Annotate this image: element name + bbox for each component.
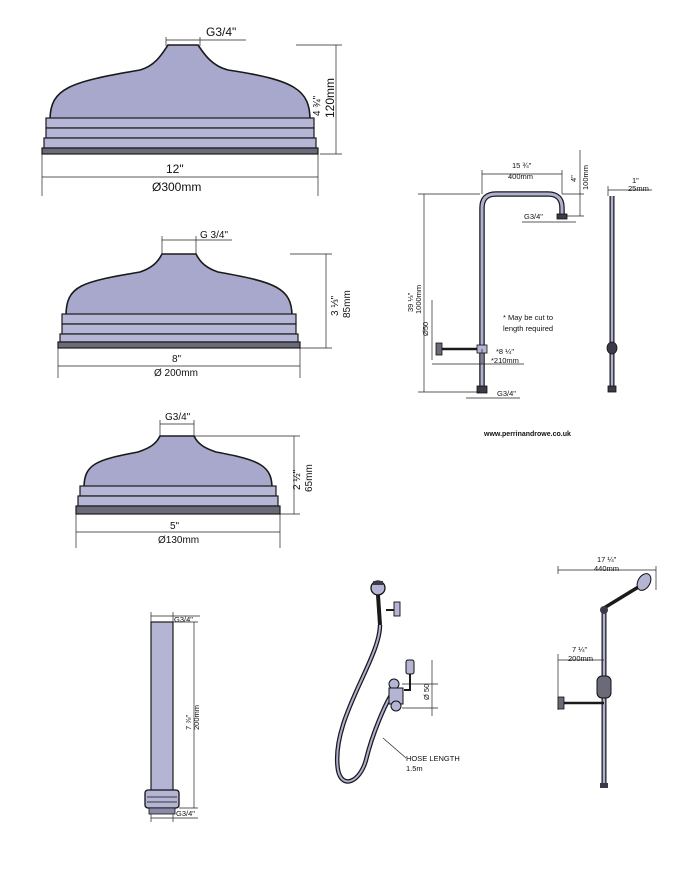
rail-bracket-mm: 200mm <box>568 654 593 663</box>
rose-5-band-2 <box>77 495 279 507</box>
riser-drop-mm: 100mm <box>581 165 590 190</box>
riser-bracket-in: *8 ¼" <box>496 347 514 356</box>
slide-rod: 1" 25mm <box>606 176 652 393</box>
slide-rod-diameter-mm: 25mm <box>628 184 649 193</box>
riser-outlet-thread: G3/4" <box>524 212 543 221</box>
rose-12-band-3 <box>43 137 317 149</box>
rose-5-dome <box>83 435 273 489</box>
riser-height-in: 39 ⅓" <box>406 292 415 312</box>
rose-12-width-in: 12" <box>166 162 184 176</box>
rose-5-height-mm: 65mm <box>304 464 315 492</box>
rose-12-band-1 <box>45 117 315 129</box>
hose-length-value: 1.5m <box>406 764 423 773</box>
rose-12-width-mm: Ø300mm <box>152 180 201 194</box>
extension-length-in: 7 ⅞" <box>184 714 193 730</box>
rose-8-dome <box>65 253 293 317</box>
rose-5-height-in: 2 ½" <box>292 469 303 490</box>
rose-8-band-3 <box>59 333 299 343</box>
extension-pipe: G3/4" 7 ⅞" 200mm G3/4" <box>144 612 201 822</box>
hose-length-label: HOSE LENGTH <box>406 754 460 763</box>
website-url: www.perrinandrowe.co.uk <box>483 431 571 438</box>
riser-bracket-plate <box>435 342 443 356</box>
rail-width-mm: 440mm <box>594 564 619 573</box>
extension-pipe-body <box>150 621 174 793</box>
rose-8-width-in: 8" <box>172 354 182 365</box>
riser-height-mm: 1000mm <box>414 285 423 314</box>
rose-8-base <box>57 341 301 349</box>
rail-handset <box>603 584 641 610</box>
handset-handle <box>376 594 382 626</box>
valve-bottom-knob <box>390 700 402 712</box>
riser-inlet-thread: G3/4" <box>497 389 516 398</box>
rose-8-band-2 <box>61 323 297 335</box>
rose-12-band-2 <box>45 127 315 139</box>
riser-outlet-nut <box>556 213 568 220</box>
riser-pipe-assembly: 15 ¾" 400mm 4" 100mm G3/4" 39 ⅓" 1000mm … <box>406 150 590 438</box>
rose-8-thread-label: G 3/4" <box>200 230 228 241</box>
rail-width-in: 17 ¼" <box>597 555 617 564</box>
handshower-hose-kit: Ø 50 HOSE LENGTH 1.5m <box>334 580 460 784</box>
rose-8-band-1 <box>61 313 297 325</box>
riser-note-line-1: * May be cut to <box>503 313 553 322</box>
rose-8-height-mm: 85mm <box>342 290 353 318</box>
rail-handset-head <box>636 573 652 591</box>
riser-diameter: Ø50 <box>421 322 430 336</box>
extension-thread-top: G3/4" <box>174 615 193 624</box>
hose-kit-diameter: Ø 50 <box>422 684 431 700</box>
shower-rose-12in: G3/4" 4 ¾" 120mm 12" Ø300mm <box>41 25 342 196</box>
rose-5-width-mm: Ø130mm <box>158 535 199 546</box>
rose-12-thread-label: G3/4" <box>206 25 236 39</box>
rail-shower-kit: 17 ¼" 440mm 7 ¼" 200mm <box>557 555 657 788</box>
rose-8-height-in: 3 ⅓" <box>330 295 341 316</box>
slide-rod-holder <box>606 341 618 355</box>
extension-pipe-nut <box>144 789 180 809</box>
rose-5-thread-label: G3/4" <box>165 412 191 423</box>
extension-length-mm: 200mm <box>192 705 201 730</box>
rose-12-dome <box>49 44 311 121</box>
rose-12-height-in: 4 ¾" <box>312 95 323 116</box>
riser-note-line-2: length required <box>503 324 553 333</box>
rose-8-width-mm: Ø 200mm <box>154 368 198 379</box>
rose-5-width-in: 5" <box>170 521 180 532</box>
riser-drop-in: 4" <box>569 175 578 182</box>
slide-rod-diameter-in: 1" <box>632 176 639 185</box>
riser-arm-in: 15 ¾" <box>512 161 532 170</box>
riser-bracket-mm: *210mm <box>491 356 519 365</box>
riser-inlet-nut <box>476 385 488 394</box>
riser-arm-mm: 400mm <box>508 172 533 181</box>
rose-5-band-1 <box>79 485 277 497</box>
rose-12-height-mm: 120mm <box>323 78 337 118</box>
rose-12-base <box>41 147 319 155</box>
extension-thread-bottom: G3/4" <box>176 809 195 818</box>
rail-valve <box>596 675 612 699</box>
shower-rose-8in: G 3/4" 3 ⅓" 85mm 8" Ø 200mm <box>57 230 353 379</box>
rose-5-base <box>75 505 281 515</box>
rail-bracket-in: 7 ¼" <box>572 645 588 654</box>
shower-rose-5in: G3/4" 2 ½" 65mm 5" Ø130mm <box>75 412 315 548</box>
